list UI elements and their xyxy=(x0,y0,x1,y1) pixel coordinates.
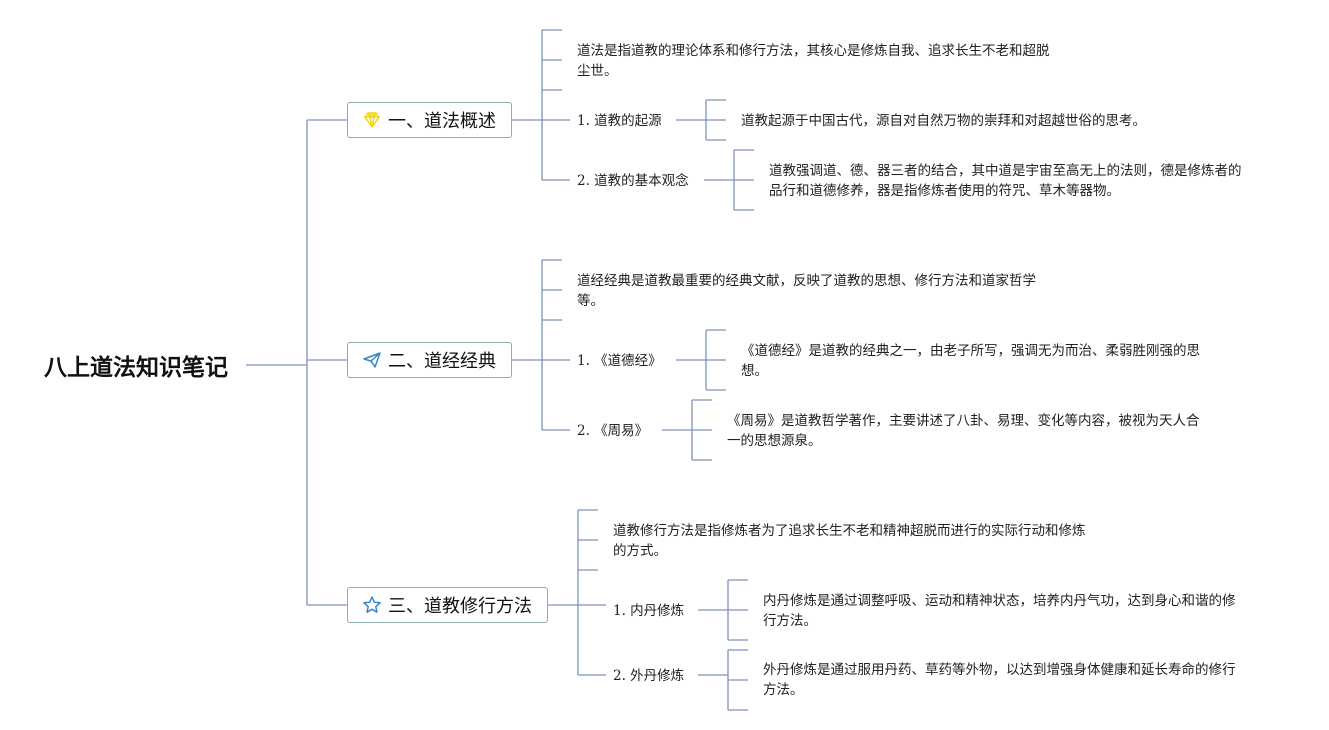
branch-intro: 道教修行方法是指修炼者为了追求长生不老和精神超脱而进行的实际行动和修炼的方式。 xyxy=(613,523,1086,559)
subtopic-label[interactable]: 1. 道教的起源 xyxy=(577,113,662,129)
subtopic-detail: 道教起源于中国古代，源自对自然万物的崇拜和对超越世俗的思考。 xyxy=(741,113,1146,129)
subtopic-detail: 内丹修炼是通过调整呼吸、运动和精神状态，培养内丹气功，达到身心和谐的修行方法。 xyxy=(763,593,1236,629)
diamond-icon xyxy=(362,110,382,130)
branch-title: 一、道法概述 xyxy=(388,111,496,132)
root-title: 八上道法知识笔记 xyxy=(44,355,228,381)
subtopic-label[interactable]: 2. 道教的基本观念 xyxy=(577,173,689,189)
branch-node-overview[interactable]: 一、道法概述 xyxy=(347,102,512,138)
subtopic-label[interactable]: 2. 外丹修炼 xyxy=(613,668,685,684)
subtopic-detail: 《道德经》是道教的经典之一，由老子所写，强调无为而治、柔弱胜刚强的思想。 xyxy=(741,343,1200,379)
subtopic-label[interactable]: 1. 内丹修炼 xyxy=(613,603,685,619)
star-icon xyxy=(362,595,382,615)
root-node[interactable]: 八上道法知识笔记 xyxy=(26,342,246,388)
subtopic-detail: 外丹修炼是通过服用丹药、草药等外物，以达到增强身体健康和延长寿命的修行方法。 xyxy=(763,662,1236,698)
branch-node-practice[interactable]: 三、道教修行方法 xyxy=(347,587,548,623)
subtopic-label[interactable]: 2. 《周易》 xyxy=(577,423,649,439)
paper-plane-icon xyxy=(362,350,382,370)
branch-intro: 道经经典是道教最重要的经典文献，反映了道教的思想、修行方法和道家哲学等。 xyxy=(577,273,1036,309)
branch-intro: 道法是指道教的理论体系和修行方法，其核心是修炼自我、追求长生不老和超脱尘世。 xyxy=(577,43,1050,79)
subtopic-detail: 《周易》是道教哲学著作，主要讲述了八卦、易理、变化等内容，被视为天人合一的思想源… xyxy=(727,413,1200,449)
subtopic-detail: 道教强调道、德、器三者的结合，其中道是宇宙至高无上的法则，德是修炼者的品行和道德… xyxy=(769,163,1242,199)
branch-node-classics[interactable]: 二、道经经典 xyxy=(347,342,512,378)
branch-title: 二、道经经典 xyxy=(388,351,496,372)
branch-title: 三、道教修行方法 xyxy=(388,596,532,617)
subtopic-label[interactable]: 1. 《道德经》 xyxy=(577,353,662,369)
